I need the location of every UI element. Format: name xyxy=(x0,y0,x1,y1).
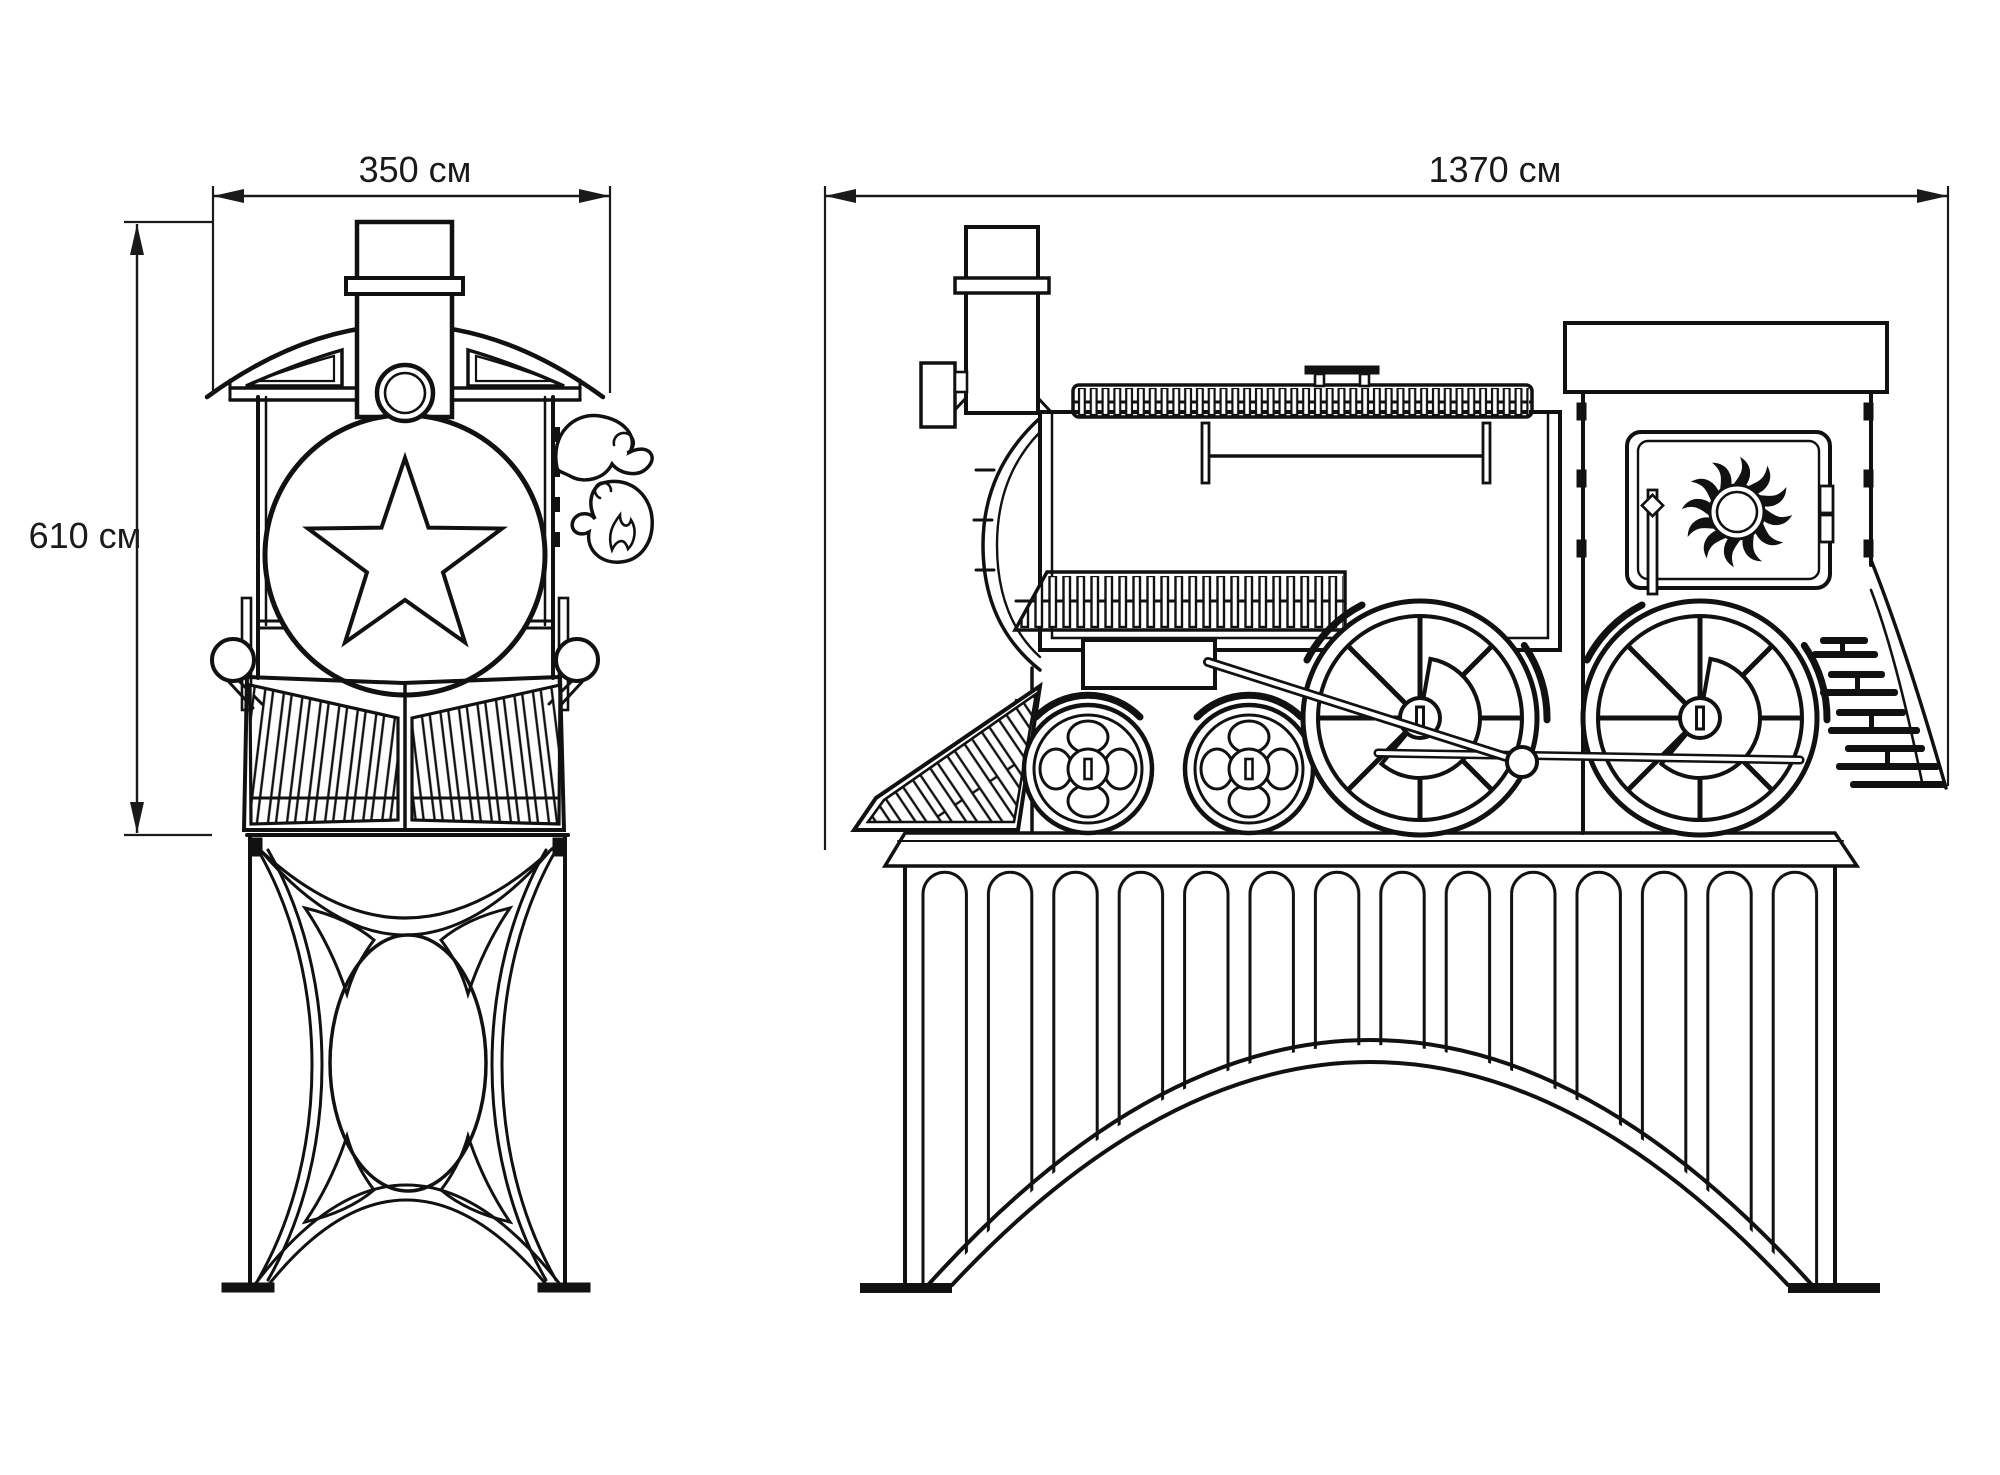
star-icon xyxy=(302,451,508,648)
pedestal-foot xyxy=(537,1282,591,1293)
door-latch xyxy=(1818,513,1835,544)
wheel-small-front xyxy=(1024,695,1152,833)
dimension-front-height: 610 см xyxy=(29,220,212,837)
front-cowcatcher xyxy=(241,674,567,832)
cab-roof xyxy=(1563,321,1889,394)
bridge-foot xyxy=(860,1283,952,1293)
crank-pin xyxy=(1505,745,1539,779)
arrow-down-icon xyxy=(130,802,144,833)
side-plate xyxy=(1081,638,1217,690)
top-grill-rack xyxy=(1071,365,1534,419)
dimension-side-length: 1370 см xyxy=(823,149,1950,850)
cab-hinge-marks xyxy=(1576,402,1874,558)
side-view xyxy=(850,225,1948,1293)
dimension-label-side-length: 1370 см xyxy=(1429,149,1562,190)
hinge-marks xyxy=(551,427,560,547)
door-handle xyxy=(1646,488,1659,596)
wheel-small-rear xyxy=(1185,695,1313,833)
side-lamp xyxy=(210,637,256,683)
side-cowcatcher xyxy=(850,681,1043,832)
arrow-left-icon xyxy=(825,189,856,203)
arrow-right-icon xyxy=(579,189,610,203)
wheel-large-rear xyxy=(1583,601,1853,835)
side-lamp xyxy=(554,637,600,683)
side-chimney xyxy=(949,225,1055,416)
door-latch xyxy=(1818,484,1835,515)
side-grill-rack xyxy=(1012,570,1347,690)
pedestal-oval xyxy=(328,933,488,1193)
arrow-up-icon xyxy=(130,224,144,255)
pedestal-foot xyxy=(221,1282,275,1293)
chimney-collar xyxy=(953,276,1051,295)
bridge-foot xyxy=(1788,1283,1880,1293)
pedestal-corner-tab xyxy=(552,837,566,857)
bridge-balustrade xyxy=(912,848,1828,1285)
pedestal-corner-tab xyxy=(249,837,263,857)
front-pedestal xyxy=(221,833,591,1293)
rack-handle xyxy=(1304,365,1380,375)
dimension-front-width: 350 см xyxy=(211,149,612,393)
flame-icon xyxy=(554,413,654,564)
dimension-annotations: 350 см 610 см 1370 см xyxy=(29,149,1950,850)
rear-steps xyxy=(1812,637,1946,788)
side-front-lamp xyxy=(919,361,969,429)
drive-rods xyxy=(1203,657,1805,779)
arrow-right-icon xyxy=(1917,189,1948,203)
rear-skirt xyxy=(1812,558,1948,790)
dimension-label-front-width: 350 см xyxy=(359,149,472,190)
smokestack-collar xyxy=(344,276,465,296)
bridge-arch-inner xyxy=(950,1060,1790,1287)
bridge-arch-outer xyxy=(926,1038,1814,1287)
dimension-label-front-height: 610 см xyxy=(29,515,142,556)
side-bridge xyxy=(860,831,1880,1293)
front-view xyxy=(204,219,654,1293)
headlight xyxy=(374,362,436,424)
bridge-deck xyxy=(881,831,1861,868)
arrow-left-icon xyxy=(213,189,244,203)
sun-icon xyxy=(1682,457,1792,567)
